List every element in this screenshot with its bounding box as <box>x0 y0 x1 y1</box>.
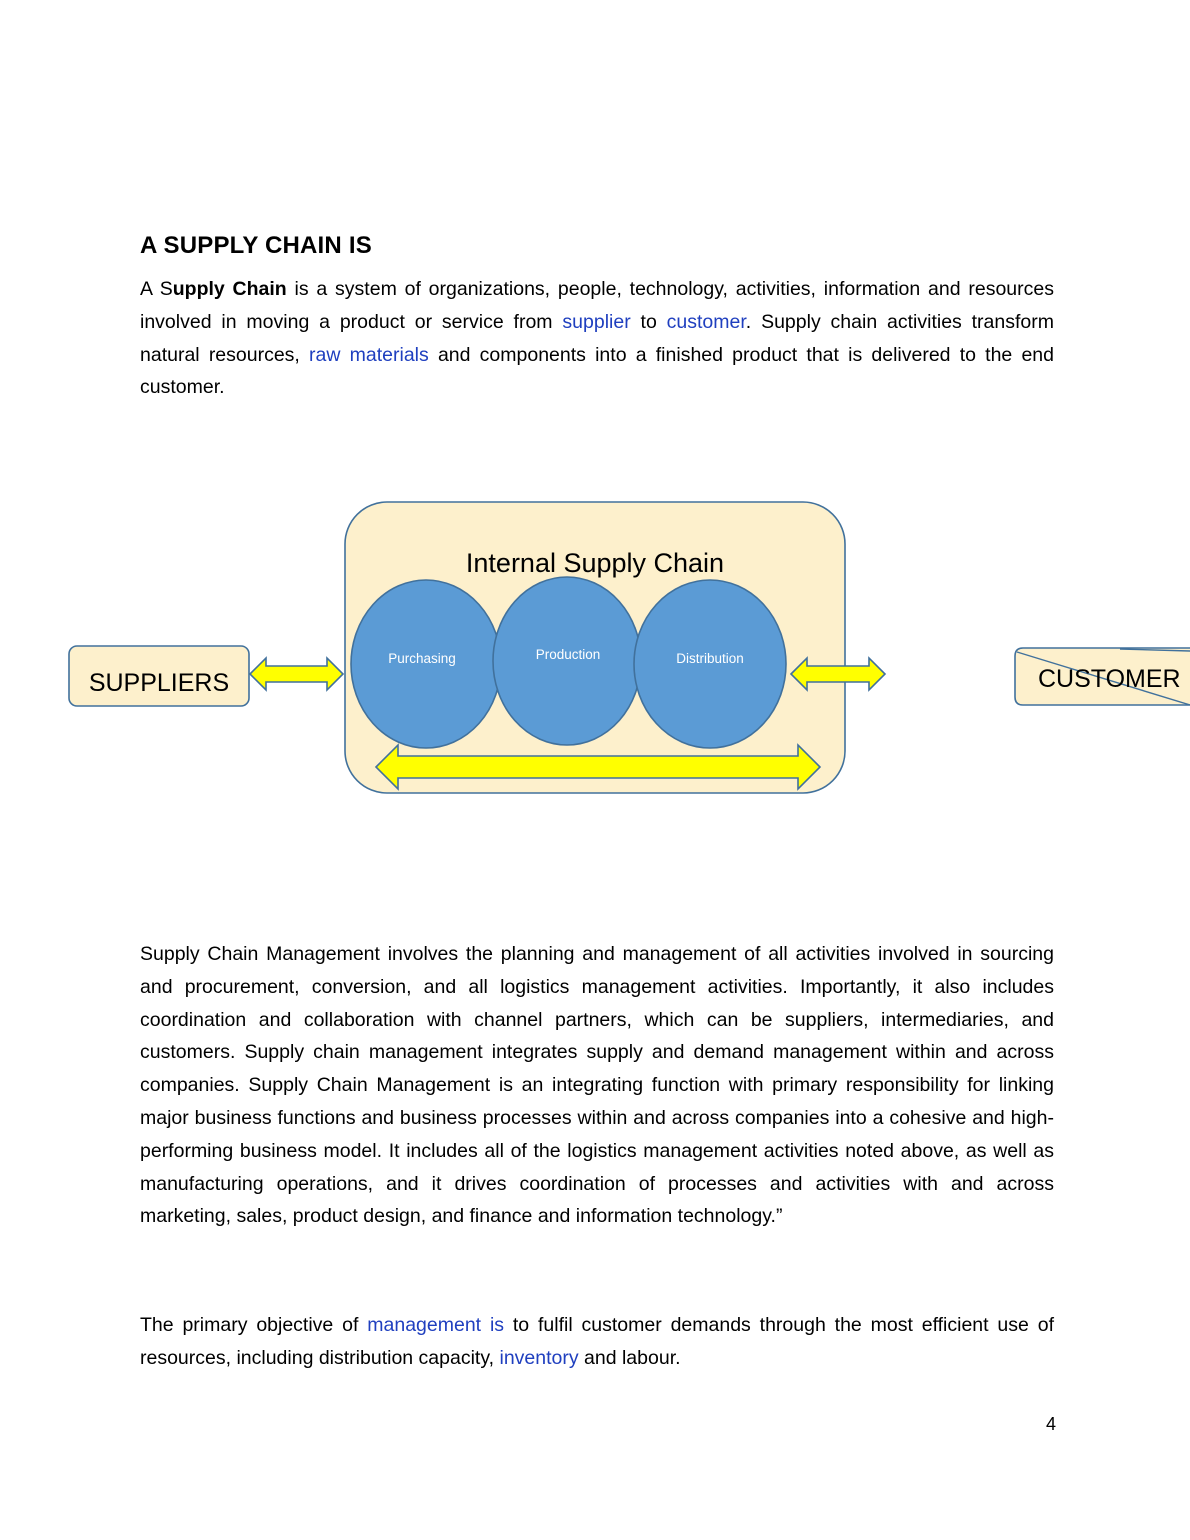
suppliers-label: SUPPLIERS <box>89 669 229 697</box>
text-run: and components into a finished product t… <box>140 343 1054 399</box>
internal-flow-double-arrow <box>374 743 822 791</box>
section-heading: A SUPPLY CHAIN IS <box>140 232 372 259</box>
distribution-circle <box>633 579 787 749</box>
raw-materials-link[interactable]: raw materials <box>309 343 429 366</box>
primary-objective-paragraph: The primary objective of management is t… <box>140 1309 1054 1375</box>
customer-flow-double-arrow <box>789 656 887 692</box>
bold-term: upply Chain <box>172 278 287 300</box>
scm-description-paragraph: Supply Chain Management involves the pla… <box>140 943 1054 1228</box>
text-run: The primary objective of <box>140 1314 368 1336</box>
text-run: and labour. <box>578 1346 681 1369</box>
supplier-flow-double-arrow <box>248 656 345 692</box>
purchasing-circle <box>350 579 502 749</box>
text-run: . Supply chain activities transform natu… <box>140 310 1054 366</box>
text-run: to fulfil customer demands through the m… <box>140 1314 1054 1369</box>
text-run: to <box>630 310 667 333</box>
stage-label-purchasing: Purchasing <box>388 651 456 666</box>
suppliers-box <box>68 645 250 707</box>
customer-box-diagonal <box>1016 651 1190 706</box>
customer-link[interactable]: customer <box>666 310 746 333</box>
customer-box <box>1014 647 1190 706</box>
management-link[interactable]: management is <box>367 1314 505 1336</box>
text-run: A S <box>140 278 173 300</box>
production-circle <box>492 576 642 746</box>
stage-label-production: Production <box>536 647 601 662</box>
customer-label: CUSTOMER <box>1038 665 1181 693</box>
stage-label-distribution: Distribution <box>676 651 744 666</box>
internal-supply-chain-box <box>344 501 846 794</box>
inventory-link[interactable]: inventory <box>499 1346 579 1369</box>
page-number: 4 <box>1045 1414 1056 1434</box>
supplier-link[interactable]: supplier <box>562 310 631 333</box>
supply-chain-definition-paragraph: A Supply Chain is a system of organizati… <box>140 273 1054 404</box>
customer-box-corner-line <box>1119 648 1190 652</box>
text-run: is a system of organizations, people, te… <box>140 278 1054 333</box>
internal-supply-chain-title: Internal Supply Chain <box>466 548 724 578</box>
